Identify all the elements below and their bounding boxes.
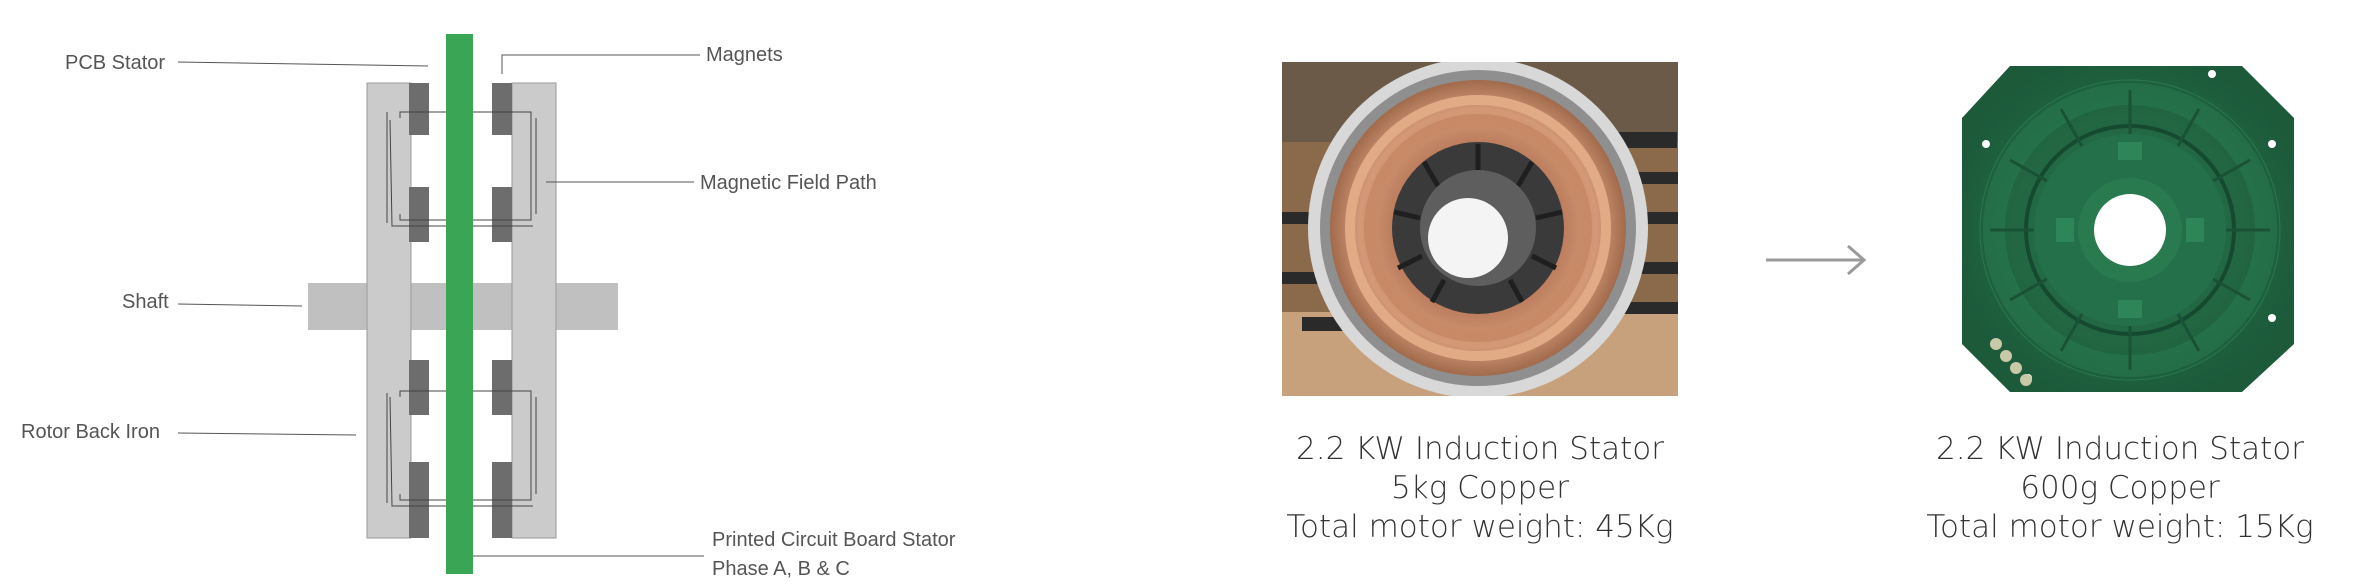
magnet	[409, 83, 429, 135]
caption-line-copper: 600g Copper	[2020, 470, 2220, 506]
magnets-leader	[501, 54, 700, 74]
pcb-stator	[446, 34, 473, 574]
shaft-label: Shaft	[122, 291, 169, 313]
caption-line-weight: Total motor weight: 45Kg	[1286, 509, 1674, 545]
rotor-back-iron-left	[366, 82, 412, 539]
caption-line-copper: 5kg Copper	[1391, 470, 1569, 506]
magnetic-field-path-label: Magnetic Field Path	[700, 172, 877, 194]
caption-line-power: 2.2 KW Induction Stator	[1296, 431, 1664, 467]
pcb-stator-leader	[177, 61, 429, 67]
magnet	[409, 187, 429, 242]
pcb-stator-label: PCB Stator	[65, 52, 165, 74]
shaft-leader	[177, 303, 303, 307]
pcb-stator-photo	[1958, 60, 2300, 396]
magnets-label: Magnets	[706, 44, 783, 66]
copper-wound-induction-stator-photo	[1282, 62, 1678, 396]
pcb-stator-bottom-label-line1: Printed Circuit Board Stator	[712, 529, 956, 551]
pcb-stator-caption: 2.2 KW Induction Stator 600g Copper Tota…	[1880, 430, 2360, 547]
magnet	[492, 360, 512, 415]
right-arrow-icon	[1766, 244, 1867, 276]
axial-flux-motor-diagram: PCB Stator Magnets Magnetic Field Path S…	[21, 34, 956, 580]
magnet	[492, 83, 512, 135]
magnetic-field-path-top	[386, 111, 537, 227]
rotor-back-iron-label: Rotor Back Iron	[21, 421, 160, 443]
induction-stator-caption: 2.2 KW Induction Stator 5kg Copper Total…	[1240, 430, 1720, 547]
caption-line-weight: Total motor weight: 15Kg	[1926, 509, 2314, 545]
magnet	[409, 360, 429, 415]
pcb-stator-bottom-label-line2: Phase A, B & C	[712, 558, 850, 580]
magnetic-field-path-bottom	[386, 390, 537, 507]
magnet	[492, 187, 512, 242]
rotor-back-iron-leader	[177, 432, 357, 436]
caption-line-power: 2.2 KW Induction Stator	[1936, 431, 2304, 467]
rotor-back-iron-right	[511, 82, 557, 539]
